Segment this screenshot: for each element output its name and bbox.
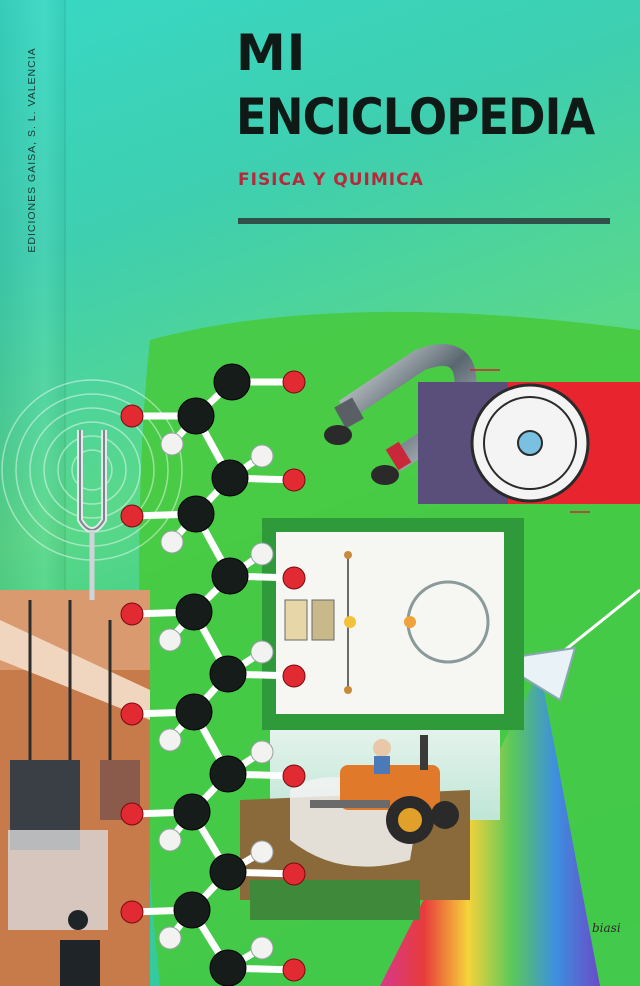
title-line-1: MI: [236, 24, 307, 82]
electric-generator: [418, 369, 640, 513]
artist-signature: biasi: [592, 921, 621, 935]
prism-spectrum: [380, 588, 640, 986]
industrial-furnace: [0, 590, 150, 986]
tractor-scene: [240, 720, 500, 920]
title-line-2: ENCICLOPEDIA: [236, 88, 595, 146]
spine-fold: [64, 0, 66, 986]
tuning-fork: [77, 430, 107, 600]
subtitle: FISICA Y QUIMICA: [238, 170, 424, 190]
title-rule: [238, 218, 610, 224]
electrical-circuit: [262, 518, 524, 730]
molecule-chain: [120, 363, 306, 986]
